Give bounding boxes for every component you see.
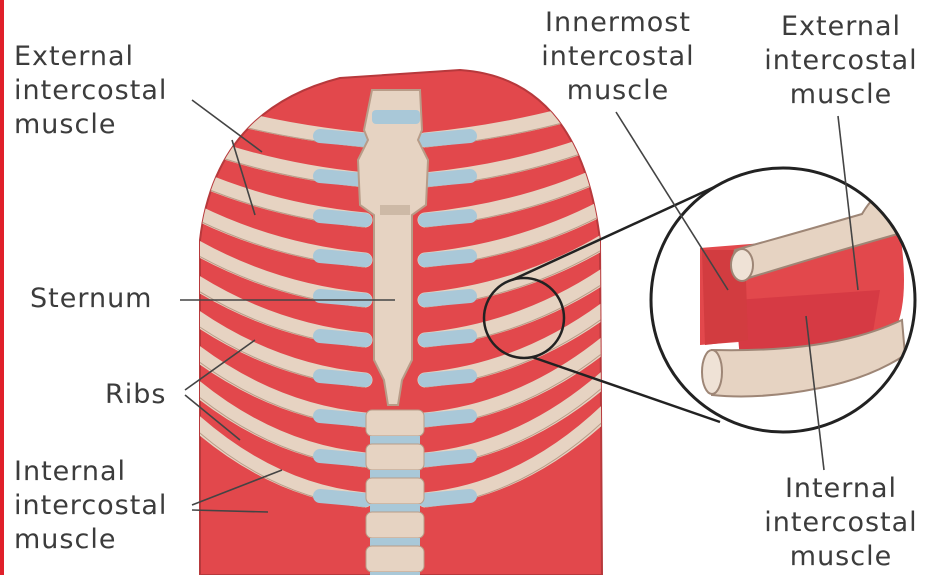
costal-cartilage (320, 216, 365, 220)
intervertebral-disc (370, 504, 420, 512)
costal-cartilage (320, 136, 365, 140)
intervertebral-disc (370, 470, 420, 478)
label-sternum: Sternum (30, 282, 153, 316)
label-line: muscle (14, 523, 167, 557)
costal-cartilage (320, 256, 365, 260)
costal-cartilage (425, 296, 470, 300)
costal-cartilage (320, 456, 365, 460)
costal-cartilage (320, 336, 365, 340)
costal-cartilage (425, 256, 470, 260)
label-line: muscle (14, 108, 167, 142)
label-line: intercostal (748, 44, 934, 78)
label-line: Sternum (30, 282, 153, 316)
costal-cartilage (425, 176, 470, 180)
vertebra (366, 546, 424, 572)
vertebra (366, 410, 424, 436)
costal-cartilage (425, 496, 470, 500)
label-internal-intercostal-left: Internal intercostal muscle (14, 455, 167, 557)
label-external-intercostal-right: External intercostal muscle (748, 10, 934, 112)
label-line: muscle (748, 540, 934, 574)
spine (366, 410, 424, 575)
intervertebral-disc (370, 436, 420, 444)
zoom-upper-rib-end (731, 249, 753, 281)
label-line: Internal (14, 455, 167, 489)
label-line: muscle (525, 74, 711, 108)
label-line: intercostal (14, 489, 167, 523)
vertebra (366, 478, 424, 504)
costal-cartilage (425, 136, 470, 140)
label-internal-intercostal-right: Internal intercostal muscle (748, 472, 934, 574)
label-ribs: Ribs (105, 378, 166, 412)
costal-cartilage (320, 416, 365, 420)
vertebra (366, 512, 424, 538)
costal-cartilage (320, 376, 365, 380)
label-line: intercostal (525, 40, 711, 74)
costal-cartilage (425, 456, 470, 460)
label-innermost-intercostal: Innermost intercostal muscle (525, 6, 711, 108)
sternum-upper-cartilage (372, 110, 420, 124)
label-external-intercostal-left: External intercostal muscle (14, 40, 167, 142)
vertebra (366, 444, 424, 470)
costal-cartilage (425, 216, 470, 220)
label-line: muscle (748, 78, 934, 112)
costal-cartilage (320, 496, 365, 500)
label-line: Internal (748, 472, 934, 506)
zoom-lower-rib-end (702, 350, 722, 394)
label-line: Ribs (105, 378, 166, 412)
label-line: Innermost (525, 6, 711, 40)
sternum-middle-cartilage (380, 205, 410, 215)
intervertebral-disc (370, 538, 420, 546)
label-line: External (748, 10, 934, 44)
label-line: intercostal (748, 506, 934, 540)
label-line: External (14, 40, 167, 74)
label-line: intercostal (14, 74, 167, 108)
costal-cartilage (425, 376, 470, 380)
costal-cartilage (425, 336, 470, 340)
costal-cartilage (425, 416, 470, 420)
